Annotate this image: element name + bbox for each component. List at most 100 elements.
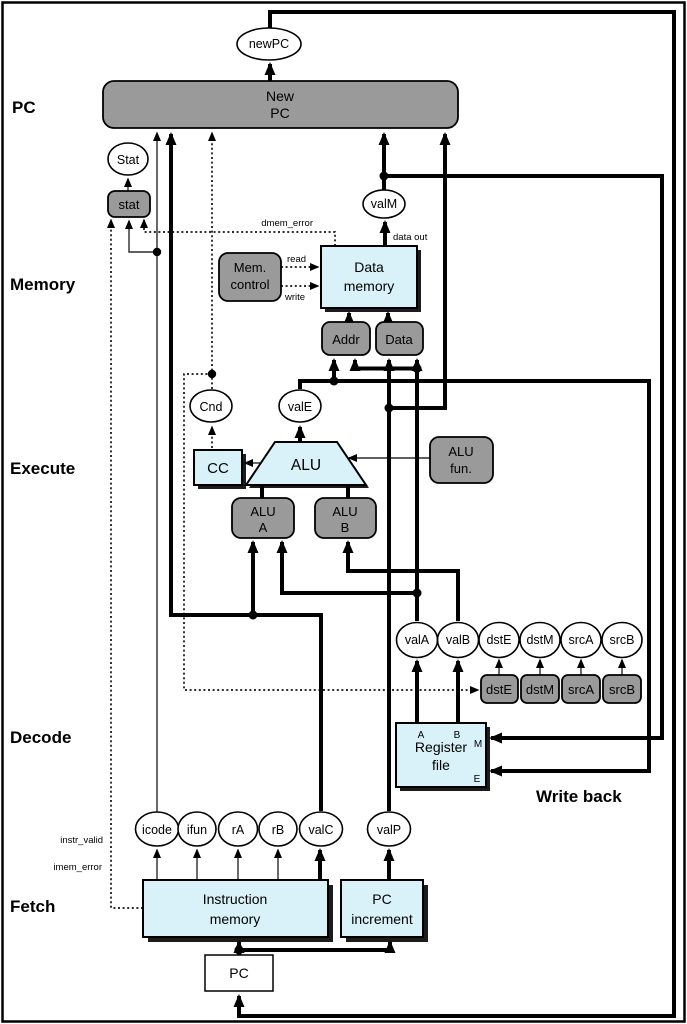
alu-b-label-2: B [341,520,350,535]
vala-value-label: valA [405,633,430,647]
wire-vale-to-port-e [298,379,651,777]
newpc-value-label: newPC [249,37,289,51]
wire-imem-error-to-stat [107,218,143,909]
junction-vala-alua [412,588,422,598]
alu-a-label-2: A [259,520,268,535]
register-file-port-b: B [454,730,461,741]
wire-icode-to-stat [125,219,157,253]
signal-imem-error: imem_error [53,862,102,873]
stat-label: stat [119,197,140,212]
stat-value-label: Stat [117,153,140,167]
valp-value-label: valP [377,823,401,837]
mem-control-label-1: Mem. [234,260,267,275]
data-memory-label-1: Data [354,259,384,275]
cc-box [193,449,243,486]
stage-label-fetch: Fetch [10,897,55,916]
valc-value-label: valC [308,823,333,837]
alu-fun-box [429,436,494,484]
junction-icode-stat [152,247,162,257]
alu-label: ALU [291,457,321,474]
alu-block [244,441,368,486]
addr-label: Addr [332,332,360,347]
rb-value-label: rB [272,823,285,837]
data-label: Data [385,332,413,347]
srcb-value-label: srcB [610,633,635,647]
dste-value-ellipse [478,621,520,659]
wire-vala-to-alua [276,540,417,595]
signal-write: write [284,292,305,303]
pc-increment-label-1: PC [372,891,391,907]
junction-vala-addr-data [412,364,422,373]
junction-cnd-branch [207,369,217,379]
dstm-logic-label: dstM [526,682,554,697]
alu-b-box [314,497,377,539]
data-memory-label-2: memory [344,278,395,294]
ra-value-ellipse [217,811,259,847]
cnd-value-ellipse [189,389,233,423]
instruction-memory-label-2: memory [210,911,261,927]
junction-vale-addr [329,376,339,386]
dste-logic-label: dstE [486,682,512,697]
register-file-port-m: M [474,739,482,750]
ra-value-label: rA [232,823,245,837]
new-pc-box [102,80,459,129]
alu-a-box [231,497,295,539]
instruction-memory-label-1: Instruction [203,891,268,907]
pc-increment-box [340,879,424,938]
wire-vala-to-addr [349,358,417,371]
junction-valc-alua [248,610,258,620]
alu-fun-label-2: fun. [450,461,472,476]
srca-value-label: srcA [569,633,595,647]
ifun-value-ellipse [177,811,217,847]
stat-value-ellipse [107,142,149,176]
srca-logic-label: srcA [568,682,594,697]
stage-label-decode: Decode [10,728,71,747]
junction-pc-fanout [234,945,244,955]
valc-value-ellipse [298,811,344,847]
rb-value-ellipse [258,811,298,847]
signal-read: read [287,254,306,265]
vale-value-ellipse [278,389,322,423]
mem-control-box [218,252,282,302]
cc-label: CC [207,460,229,477]
data-mux-box [375,321,424,356]
ifun-value-label: ifun [187,823,207,837]
srca-logic-box [561,674,601,704]
new-pc-label-2: PC [270,105,289,121]
dstm-value-ellipse [519,621,561,659]
junction-valp-branch [384,403,394,413]
srcb-logic-label: srcB [609,682,635,697]
srcb-value-ellipse [601,621,643,659]
valm-value-label: valM [371,197,397,211]
icode-value-label: icode [142,823,172,837]
pc-register-label: PC [229,965,248,981]
valb-value-label: valB [446,633,470,647]
instruction-memory-box [142,879,329,938]
register-file-label-2: file [432,757,450,773]
register-file-label-1: Register [415,739,467,755]
wire-pc-to-pcinc [239,940,396,953]
stage-label-memory: Memory [10,275,76,294]
signal-dmem-error: dmem_error [261,218,313,229]
alu-fun-label-1: ALU [448,444,473,459]
wire-valb-to-alub [342,540,460,621]
cnd-value-label: Cnd [200,400,223,414]
wire-newpc-loop-to-pc [233,10,676,1018]
dste-value-label: dstE [486,633,511,647]
new-pc-label-1: New [266,88,295,104]
wire-valp-to-newpc [389,132,451,410]
pc-increment-label-2: increment [351,911,413,927]
stage-label-execute: Execute [10,459,75,478]
data-memory-box [320,245,418,309]
signal-instr-valid: instr_valid [60,835,103,846]
newpc-value-ellipse [236,27,302,61]
register-file-port-e: E [474,774,481,785]
signal-data-out: data out [393,232,428,243]
stat-box [107,190,151,218]
mem-control-label-2: control [230,277,269,292]
wire-cnd-to-dste-logic [183,373,480,694]
wire-valc-to-newpc [165,132,323,811]
